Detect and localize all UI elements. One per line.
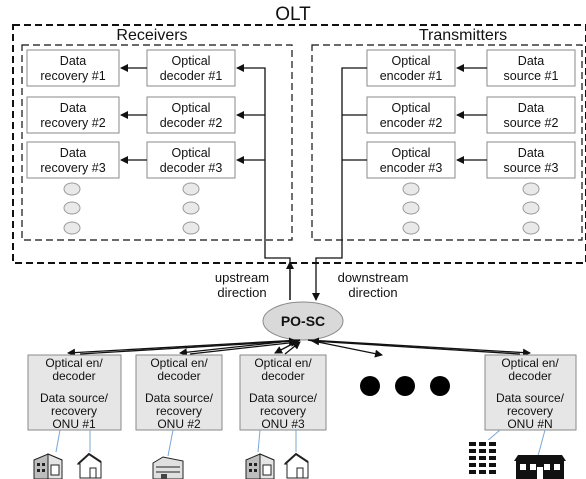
onu-1: Optical en/ decoder Data source/ recover… xyxy=(27,354,122,431)
optical-decoder-label-line1: Optical xyxy=(172,146,211,160)
optical-encoder-label-line2: encoder #3 xyxy=(380,161,443,175)
onu-line: Optical en/ xyxy=(501,356,559,370)
receiver-row-3: Data recovery #3 Optical decoder #3 xyxy=(26,141,236,179)
receiver-row-2: Data recovery #2 Optical decoder #2 xyxy=(26,96,236,134)
optical-encoder-box xyxy=(366,96,456,134)
data-source-box xyxy=(486,141,576,179)
onu-line: ONU #2 xyxy=(157,417,201,431)
onu-line: ONU #1 xyxy=(52,417,96,431)
data-recovery-label-line1: Data xyxy=(60,146,86,160)
optical-encoder-label-line2: encoder #2 xyxy=(380,116,443,130)
onu-line: Data source/ xyxy=(496,391,565,405)
posc-fanout-arrows xyxy=(67,339,531,358)
receivers-box xyxy=(21,44,293,241)
factory-icon xyxy=(152,456,184,479)
onu-line: decoder xyxy=(52,369,95,383)
onu-box xyxy=(27,354,122,431)
optical-encoder-label-line1: Optical xyxy=(392,54,431,68)
onu-ellipsis-dots xyxy=(360,376,450,396)
data-recovery-label-line1: Data xyxy=(60,54,86,68)
house-icon xyxy=(283,452,309,479)
optical-decoder-label-line1: Optical xyxy=(172,101,211,115)
receivers-title: Receivers xyxy=(116,27,187,44)
downstream-bus xyxy=(312,67,367,301)
data-recovery-label-line2: recovery #1 xyxy=(40,69,105,83)
onu-line: Optical en/ xyxy=(254,356,312,370)
optical-decoder-label-line1: Optical xyxy=(172,54,211,68)
olt-title: OLT xyxy=(275,4,311,25)
onu-line: Data source/ xyxy=(40,391,109,405)
intra-row-arrows xyxy=(120,64,487,164)
optical-encoder-box xyxy=(366,141,456,179)
upstream-bus xyxy=(236,64,294,300)
onu-3: Optical en/ decoder Data source/ recover… xyxy=(239,354,327,431)
onu-upstream-arrows xyxy=(79,337,521,355)
house-icon xyxy=(76,452,102,479)
optical-decoder-label-line2: decoder #3 xyxy=(160,161,223,175)
data-recovery-label-line2: recovery #2 xyxy=(40,116,105,130)
receiver-row-1: Data recovery #1 Optical decoder #1 xyxy=(26,49,236,87)
data-recovery-label-line2: recovery #3 xyxy=(40,161,105,175)
onu-line: recovery xyxy=(260,404,306,418)
transmitter-row-3: Optical encoder #3 Data source #3 xyxy=(366,141,576,179)
downstream-label-line1: downstream xyxy=(338,270,409,285)
optical-encoder-box xyxy=(366,49,456,87)
onu-line: ONU #3 xyxy=(261,417,305,431)
transmitters-title: Transmitters xyxy=(419,27,507,44)
transmitter-ellipsis-dots xyxy=(402,182,540,235)
office-building-icon xyxy=(33,453,63,479)
onu-line: Optical en/ xyxy=(150,356,208,370)
onu-box xyxy=(484,354,577,431)
onu-line: Optical en/ xyxy=(45,356,103,370)
data-source-box xyxy=(486,49,576,87)
data-recovery-box xyxy=(26,49,120,87)
onu-line: recovery xyxy=(156,404,202,418)
onu-n: Optical en/ decoder Data source/ recover… xyxy=(484,354,577,431)
tall-building-icon xyxy=(467,440,500,479)
transmitter-row-1: Optical encoder #1 Data source #1 xyxy=(366,49,576,87)
data-recovery-box xyxy=(26,96,120,134)
office-building-icon xyxy=(245,453,275,479)
transmitter-row-2: Optical encoder #2 Data source #2 xyxy=(366,96,576,134)
onu-box xyxy=(135,354,223,431)
data-source-label-line1: Data xyxy=(518,54,544,68)
optical-encoder-label-line2: encoder #1 xyxy=(380,69,443,83)
receiver-ellipsis-dots xyxy=(63,182,200,235)
data-source-label-line2: source #3 xyxy=(504,161,559,175)
data-source-label-line1: Data xyxy=(518,101,544,115)
optical-decoder-label-line2: decoder #2 xyxy=(160,116,223,130)
optical-encoder-label-line1: Optical xyxy=(392,101,431,115)
upstream-label-line2: direction xyxy=(217,285,266,300)
shop-building-icon xyxy=(514,455,566,479)
data-source-label-line2: source #1 xyxy=(504,69,559,83)
onu-line: recovery xyxy=(51,404,97,418)
onu-line: Data source/ xyxy=(249,391,318,405)
transmitters-box xyxy=(311,44,583,241)
optical-encoder-label-line1: Optical xyxy=(392,146,431,160)
optical-decoder-box xyxy=(146,141,236,179)
posc-label: PO-SC xyxy=(281,313,325,329)
data-recovery-label-line1: Data xyxy=(60,101,86,115)
data-source-label-line1: Data xyxy=(518,146,544,160)
data-source-box xyxy=(486,96,576,134)
onu-line: decoder xyxy=(157,369,200,383)
onu-2: Optical en/ decoder Data source/ recover… xyxy=(135,354,223,431)
onu-line: Data source/ xyxy=(145,391,214,405)
onu-box xyxy=(239,354,327,431)
downstream-label-line2: direction xyxy=(348,285,397,300)
onu-line: decoder xyxy=(261,369,304,383)
data-source-label-line2: source #2 xyxy=(504,116,559,130)
onu-line: ONU #N xyxy=(507,417,552,431)
data-recovery-box xyxy=(26,141,120,179)
olt-box xyxy=(12,24,586,264)
posc-node xyxy=(262,301,344,341)
onu-line: recovery xyxy=(507,404,553,418)
onu-line: decoder xyxy=(508,369,551,383)
optical-decoder-label-line2: decoder #1 xyxy=(160,69,223,83)
upstream-label-line1: upstream xyxy=(215,270,269,285)
